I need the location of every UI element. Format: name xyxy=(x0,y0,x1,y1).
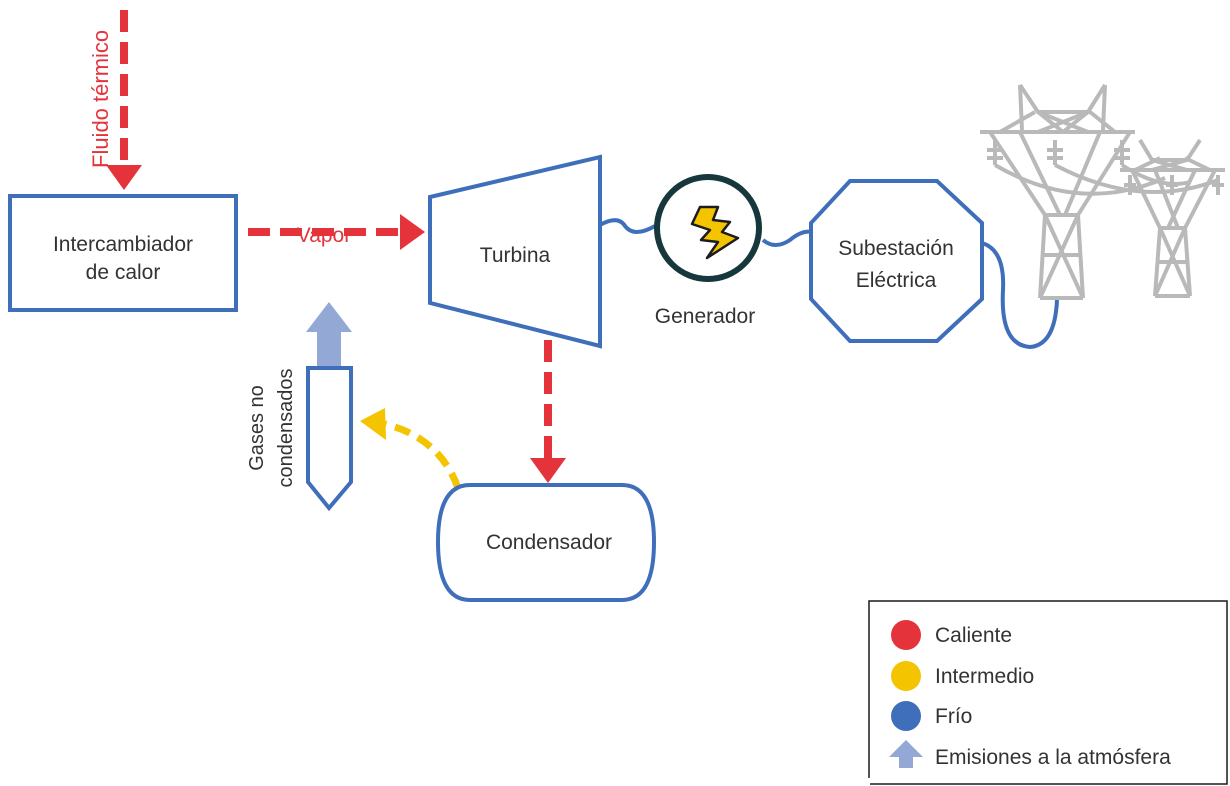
gases-label-line2: condensados xyxy=(275,369,297,488)
substation-label-line1: Subestación xyxy=(838,237,954,260)
turbine-to-condenser-flow xyxy=(530,340,566,483)
gas-separator-shape xyxy=(306,366,353,512)
emission-arrow-icon xyxy=(306,302,352,370)
vapor-label: Vapor xyxy=(297,224,351,247)
condenser-to-gas-flow xyxy=(360,408,462,490)
legend-label-caliente: Caliente xyxy=(935,624,1012,647)
substation-tower-cable xyxy=(981,241,1059,350)
thermal-fluid-flow xyxy=(106,10,142,190)
legend-box xyxy=(868,600,1228,785)
legend-marker-frio xyxy=(891,701,921,731)
arrowhead-down-icon xyxy=(530,458,566,483)
legend-label-frio: Frío xyxy=(935,705,972,728)
gases-label-line1: Gases no xyxy=(246,385,268,471)
condenser-shape xyxy=(435,483,657,602)
arrowhead-left-icon xyxy=(360,408,386,440)
legend-marker-intermedio xyxy=(891,661,921,691)
heat-exchanger-label-line1: Intercambiador xyxy=(53,233,193,256)
condenser-label: Condensador xyxy=(486,531,612,554)
vapor-flow xyxy=(248,214,425,250)
heat-exchanger-box xyxy=(8,194,238,312)
turbine-shape xyxy=(428,154,602,349)
legend: Caliente Intermedio Frío Emisiones a la … xyxy=(866,600,1228,786)
thermal-fluid-label: Fluido térmico xyxy=(88,30,113,168)
legend-label-emisiones: Emisiones a la atmósfera xyxy=(935,746,1171,769)
substation-octagon xyxy=(809,179,984,343)
legend-label-intermedio: Intermedio xyxy=(935,665,1034,688)
legend-marker-caliente xyxy=(891,620,921,650)
turbine-label: Turbina xyxy=(480,244,551,267)
arrowhead-down-icon xyxy=(106,165,142,190)
generator-substation-cable xyxy=(761,229,813,247)
heat-exchanger-label-line2: de calor xyxy=(86,261,161,284)
lightning-bolt-icon xyxy=(690,205,740,260)
turbine-generator-cable xyxy=(599,218,656,234)
substation-label-line2: Eléctrica xyxy=(856,269,937,292)
transmission-tower-icon xyxy=(980,83,1225,300)
generator-label: Generador xyxy=(655,305,755,328)
arrowhead-right-icon xyxy=(400,214,425,250)
legend-marker-emisiones-icon xyxy=(889,740,923,768)
